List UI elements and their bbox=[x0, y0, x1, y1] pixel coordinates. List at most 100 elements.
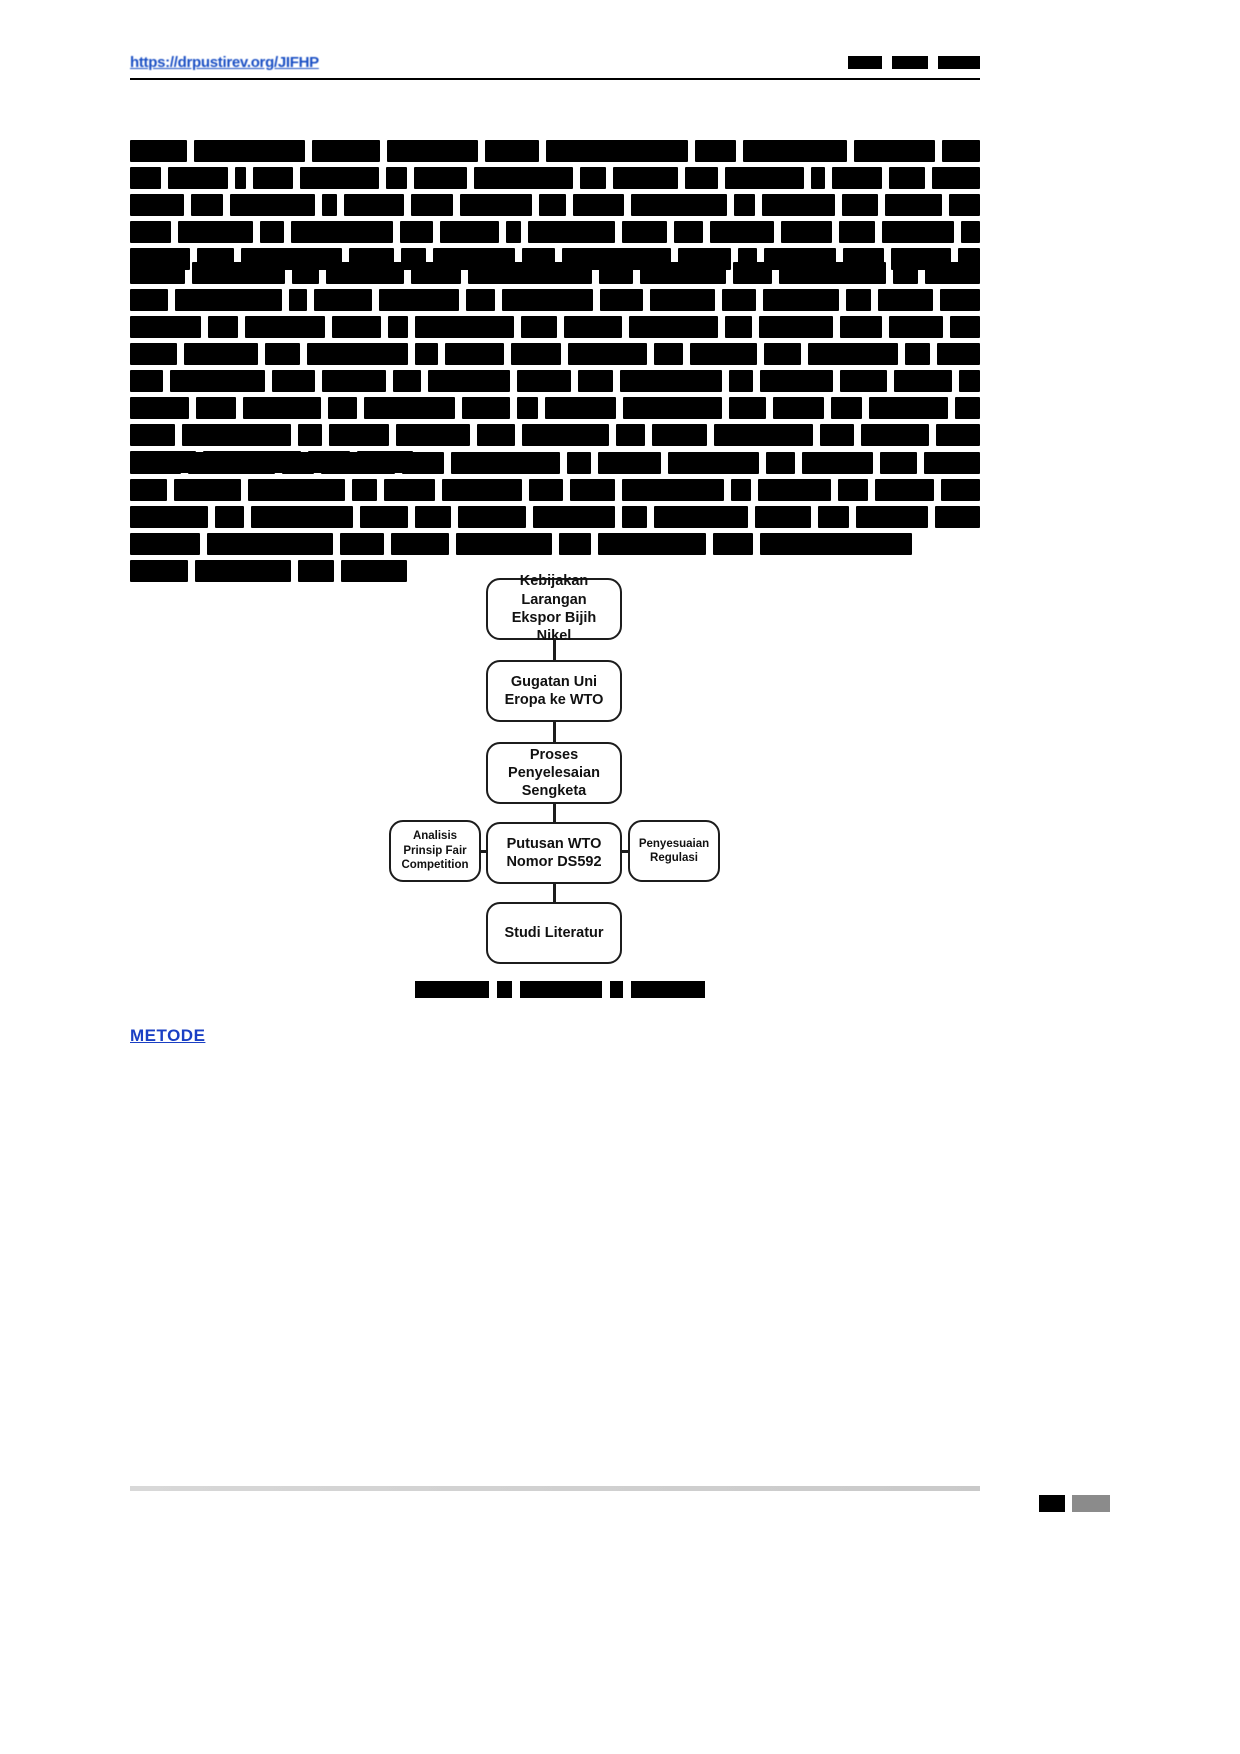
redaction-block bbox=[332, 316, 382, 338]
redaction-block bbox=[130, 343, 177, 365]
redaction-block bbox=[730, 479, 751, 501]
redaction-block bbox=[854, 140, 936, 162]
redaction-block bbox=[579, 167, 607, 189]
redacted-paragraph bbox=[130, 452, 981, 587]
redaction-block bbox=[781, 221, 832, 243]
redaction-block bbox=[521, 316, 557, 338]
redaction-block bbox=[941, 479, 980, 501]
redaction-block bbox=[379, 289, 460, 311]
redaction-block bbox=[567, 452, 592, 474]
header-redaction-block bbox=[938, 56, 980, 69]
redaction-block bbox=[760, 533, 912, 555]
flow-connector-4-7 bbox=[553, 884, 556, 902]
redaction-block bbox=[838, 221, 875, 243]
flow-node-putusan-wto[interactable]: Putusan WTO Nomor DS592 bbox=[486, 822, 622, 884]
redaction-block bbox=[299, 167, 379, 189]
flow-connector-3-4 bbox=[553, 804, 556, 822]
redaction-block bbox=[732, 262, 773, 284]
figure-caption bbox=[415, 980, 705, 998]
redaction-block bbox=[629, 316, 719, 338]
redaction-block bbox=[622, 479, 724, 501]
redaction-block bbox=[743, 140, 848, 162]
redaction-block bbox=[207, 533, 333, 555]
redaction-block bbox=[923, 452, 981, 474]
redaction-block bbox=[522, 424, 610, 446]
redaction-block bbox=[879, 452, 917, 474]
redaction-block bbox=[713, 533, 753, 555]
redaction-block bbox=[709, 221, 775, 243]
redaction-block bbox=[757, 479, 832, 501]
redaction-block bbox=[130, 289, 169, 311]
redaction-block bbox=[174, 479, 242, 501]
redaction-block bbox=[396, 424, 470, 446]
redaction-block bbox=[728, 370, 754, 392]
flow-node-proses-penyelesaian-sengketa[interactable]: Proses Penyelesaian Sengketa bbox=[486, 742, 622, 804]
redaction-block bbox=[450, 452, 561, 474]
redaction-block bbox=[291, 262, 319, 284]
caption-redaction-block bbox=[496, 980, 513, 998]
redacted-text-line bbox=[130, 343, 980, 365]
redaction-block bbox=[207, 316, 238, 338]
redaction-block bbox=[402, 452, 444, 474]
footer-redacted-group bbox=[1039, 1495, 1110, 1512]
flow-node-studi-literatur[interactable]: Studi Literatur bbox=[486, 902, 622, 964]
redaction-block bbox=[892, 262, 918, 284]
redaction-block bbox=[613, 167, 678, 189]
flow-node-penyesuaian-regulasi[interactable]: Penyesuaian Regulasi bbox=[628, 820, 720, 882]
redaction-block bbox=[190, 194, 224, 216]
redaction-block bbox=[400, 221, 434, 243]
redaction-block bbox=[573, 194, 624, 216]
redaction-block bbox=[881, 221, 955, 243]
flow-node-kebijakan-larangan-ekspor[interactable]: Kebijakan Larangan Ekspor Bijih Nikel bbox=[486, 573, 622, 644]
redacted-paragraph bbox=[130, 262, 981, 478]
redaction-block bbox=[341, 560, 407, 582]
flow-node-gugatan-uni-eropa[interactable]: Gugatan Uni Eropa ke WTO bbox=[486, 660, 622, 722]
redaction-block bbox=[905, 343, 930, 365]
redaction-block bbox=[130, 397, 190, 419]
redacted-text-line bbox=[130, 140, 980, 162]
redaction-block bbox=[388, 316, 409, 338]
redaction-block bbox=[442, 479, 522, 501]
redaction-block bbox=[598, 533, 706, 555]
redaction-block bbox=[766, 452, 796, 474]
header-redaction-block bbox=[848, 56, 882, 69]
redaction-block bbox=[321, 370, 386, 392]
redacted-text-line bbox=[130, 479, 980, 501]
redaction-block bbox=[484, 140, 540, 162]
redaction-block bbox=[622, 506, 647, 528]
redaction-block bbox=[415, 316, 515, 338]
redaction-block bbox=[874, 479, 935, 501]
redaction-block bbox=[260, 221, 285, 243]
redaction-block bbox=[352, 479, 377, 501]
redaction-block bbox=[230, 194, 315, 216]
redaction-block bbox=[949, 194, 980, 216]
redaction-block bbox=[894, 370, 952, 392]
redaction-block bbox=[674, 221, 703, 243]
redaction-block bbox=[130, 452, 182, 474]
redaction-block bbox=[440, 221, 499, 243]
redaction-block bbox=[427, 370, 510, 392]
redaction-block bbox=[568, 343, 647, 365]
redaction-block bbox=[306, 343, 409, 365]
flow-connector-1-2 bbox=[553, 640, 556, 660]
redaction-block bbox=[196, 397, 236, 419]
redaction-block bbox=[616, 424, 645, 446]
redaction-block bbox=[415, 506, 452, 528]
redaction-block bbox=[243, 397, 321, 419]
redaction-block bbox=[885, 194, 943, 216]
header-divider bbox=[130, 78, 980, 80]
redaction-block bbox=[458, 506, 526, 528]
journal-url-link[interactable]: https://drpustirev.org/JIFHP bbox=[130, 54, 319, 71]
redaction-block bbox=[942, 140, 980, 162]
section-heading-metode: METODE bbox=[130, 1026, 206, 1045]
redaction-block bbox=[272, 370, 315, 392]
redaction-block bbox=[623, 397, 723, 419]
redacted-paragraph bbox=[130, 140, 980, 275]
redaction-block bbox=[456, 533, 552, 555]
flow-node-analisis-prinsip-fair-competition[interactable]: Analisis Prinsip Fair Competition bbox=[389, 820, 481, 882]
redaction-block bbox=[546, 140, 688, 162]
redaction-block bbox=[340, 533, 384, 555]
redaction-block bbox=[130, 194, 184, 216]
redaction-block bbox=[130, 533, 200, 555]
redaction-block bbox=[264, 343, 300, 365]
